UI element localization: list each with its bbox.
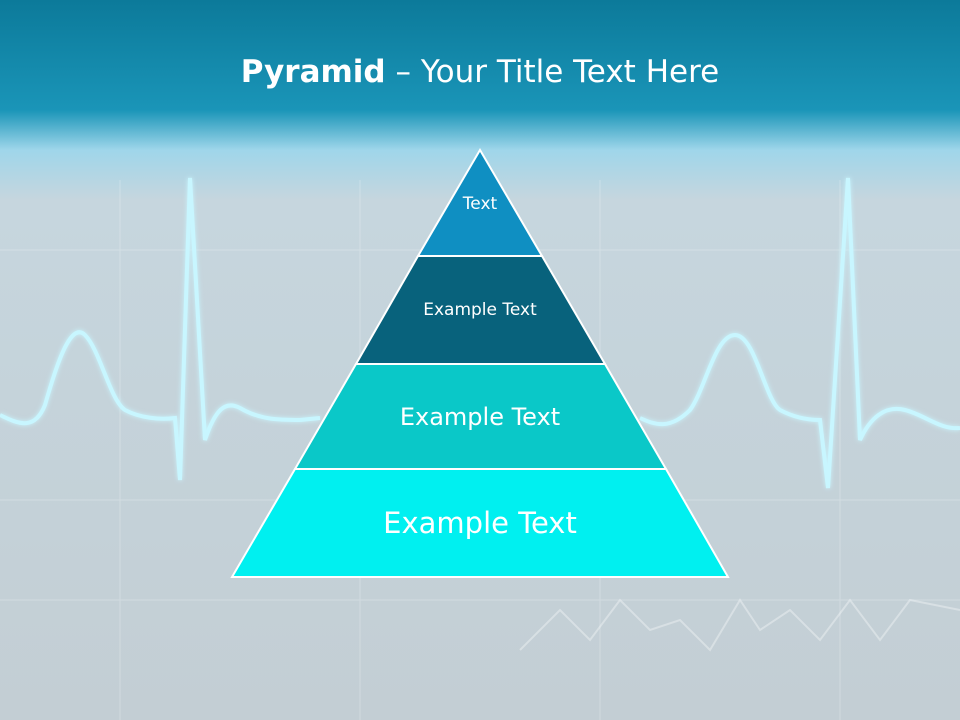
pyramid-level-2[interactable]: Example Text — [354, 255, 607, 365]
title-rest: – Your Title Text Here — [385, 54, 720, 90]
pyramid-level-4-shape — [230, 468, 730, 578]
pyramid-level-1[interactable]: Text — [416, 148, 544, 257]
pyramid-level-2-label: Example Text — [423, 300, 537, 320]
pyramid-level-4-label: Example Text — [383, 506, 577, 540]
pyramid-level-3[interactable]: Example Text — [293, 363, 668, 470]
pyramid-level-3-label: Example Text — [400, 403, 560, 431]
faint-heartbeat — [519, 598, 960, 652]
pyramid-level-4[interactable]: Example Text — [230, 468, 730, 578]
pyramid-level-1-label: Text — [462, 194, 498, 214]
slide-title: Pyramid – Your Title Text Here — [0, 52, 960, 92]
title-bold: Pyramid — [240, 54, 386, 90]
